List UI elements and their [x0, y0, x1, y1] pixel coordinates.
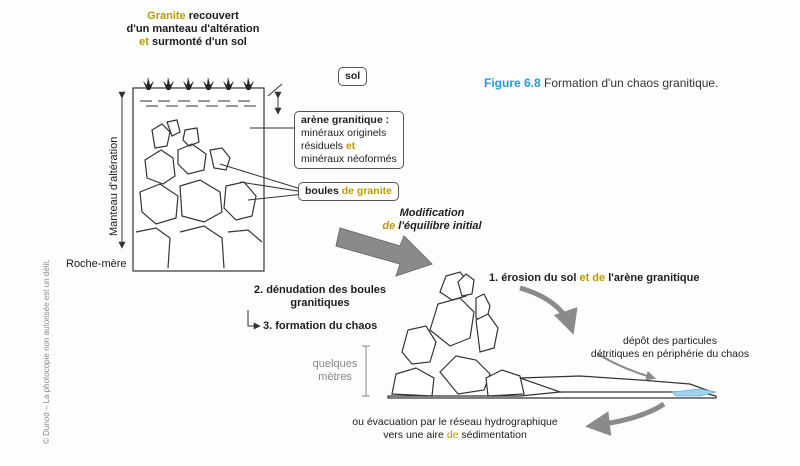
- copyright-note: © Dunod – La photocopie non autorisée es…: [42, 259, 51, 444]
- sol-pointer: [267, 83, 283, 97]
- deposit-arrow: [597, 353, 656, 381]
- granite-chaos: [387, 271, 717, 399]
- water-body: [671, 388, 717, 397]
- boules-pointer-3: [247, 193, 305, 201]
- granite-boulders: [135, 119, 263, 269]
- deposit-label: dépôt des particules détritiques en péri…: [590, 335, 750, 360]
- erosion-arrow: [519, 285, 578, 335]
- figure-title: Figure 6.8 Formation d'un chaos granitiq…: [484, 77, 718, 90]
- profile-box: [132, 87, 265, 272]
- step-connector-arrow: [247, 310, 261, 330]
- top-caption: Granite recouvert d'un manteau d'altérat…: [126, 10, 260, 48]
- vegetation-icon: [143, 77, 254, 90]
- soil-layer: [140, 100, 256, 107]
- roche-mere-label: Roche-mère: [66, 258, 127, 270]
- boules-pointer-2: [239, 181, 305, 193]
- denudation-label: 2. dénudation des boules granitiques: [253, 284, 387, 309]
- manteau-label: Manteau d'altération: [108, 136, 120, 236]
- figure-number: Figure 6.8: [484, 76, 541, 90]
- evacuation-label: ou évacuation par le réseau hydrographiq…: [352, 416, 558, 441]
- arene-label: arène granitique : minéraux originels ré…: [294, 111, 404, 169]
- erosion-label: 1. érosion du sol et de l'arène granitiq…: [489, 272, 700, 284]
- evacuation-arrow: [585, 401, 666, 437]
- boules-pointer-1: [219, 163, 305, 191]
- boules-label: boules de granite: [298, 182, 399, 201]
- transformation-arrow: [335, 227, 433, 277]
- sol-label: sol: [338, 67, 368, 86]
- figure-caption: Formation d'un chaos granitique.: [544, 76, 719, 90]
- modification-label: Modification de l'équilibre initial: [382, 207, 482, 232]
- chaos-formation-label: 3. formation du chaos: [263, 320, 378, 332]
- weathering-profile-block: [118, 77, 305, 272]
- scale-label: quelques mètres: [312, 358, 358, 383]
